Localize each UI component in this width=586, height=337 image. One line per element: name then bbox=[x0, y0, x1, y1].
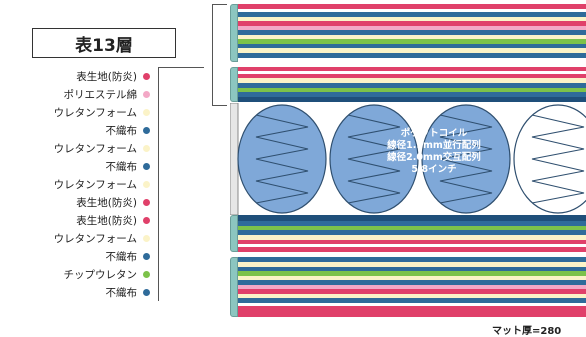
legend-color-dot bbox=[143, 90, 150, 98]
legend-item: 表生地(防炎) bbox=[0, 193, 158, 211]
top-section-bracket bbox=[212, 4, 227, 106]
side-cap bbox=[230, 215, 238, 252]
legend-item-label: 不織布 bbox=[105, 286, 138, 299]
legend-item: ポリエステル綿 bbox=[0, 85, 158, 103]
legend-item: 不織布 bbox=[0, 283, 158, 301]
legend-color-dot bbox=[143, 198, 150, 206]
legend-item: 不織布 bbox=[0, 121, 158, 139]
stripe-stack bbox=[238, 257, 586, 317]
legend-item: ウレタンフォーム bbox=[0, 139, 158, 157]
legend-item-label: ウレタンフォーム bbox=[53, 232, 137, 245]
coil-label-line: 線径1.9mm並行配列 bbox=[387, 140, 481, 151]
legend-color-dot bbox=[143, 126, 150, 134]
coil-label-line: 5.8インチ bbox=[411, 164, 457, 175]
legend-item: 不織布 bbox=[0, 247, 158, 265]
legend-item-label: チップウレタン bbox=[63, 268, 138, 281]
legend-item: チップウレタン bbox=[0, 265, 158, 283]
legend-color-dot bbox=[143, 288, 150, 296]
side-cap bbox=[230, 67, 238, 102]
bottom-layer-block bbox=[230, 257, 586, 317]
legend-item-label: ウレタンフォーム bbox=[53, 142, 137, 155]
legend-item-label: 不織布 bbox=[105, 124, 138, 137]
legend-item-label: ポリエステル綿 bbox=[63, 88, 138, 101]
side-cap bbox=[230, 4, 238, 62]
legend-color-dot bbox=[143, 216, 150, 224]
legend-item: 表生地(防炎) bbox=[0, 67, 158, 85]
top-layer-block bbox=[230, 4, 586, 62]
layer-count-title: 表13層 bbox=[32, 28, 176, 58]
pocket-coil-diagram bbox=[230, 103, 586, 215]
legend-item-label: 不織布 bbox=[105, 250, 138, 263]
legend-item-label: 表生地(防炎) bbox=[76, 214, 137, 227]
legend-item: 不織布 bbox=[0, 157, 158, 175]
legend-item: ウレタンフォーム bbox=[0, 229, 158, 247]
stripe-stack bbox=[238, 4, 586, 62]
legend-item-label: 表生地(防炎) bbox=[76, 70, 137, 83]
legend-color-dot bbox=[143, 252, 150, 260]
legend-color-dot bbox=[143, 72, 150, 80]
upper-comfort-block bbox=[230, 67, 586, 102]
lower-comfort-block bbox=[230, 215, 586, 252]
side-cap bbox=[230, 257, 238, 317]
stripe-stack bbox=[238, 215, 586, 252]
legend-item: 表生地(防炎) bbox=[0, 211, 158, 229]
legend-item: ウレタンフォーム bbox=[0, 175, 158, 193]
legend-color-dot bbox=[143, 162, 150, 170]
mattress-thickness-note: マット厚=280 bbox=[492, 326, 562, 337]
pocket-coil-layer bbox=[230, 103, 586, 215]
legend-connector-line bbox=[158, 67, 204, 68]
coil-label-line: ポケットコイル bbox=[400, 128, 468, 139]
coil-label-line: 線径2.0mm交互配列 bbox=[387, 152, 481, 163]
legend-item-label: 不織布 bbox=[105, 160, 138, 173]
legend-item-label: 表生地(防炎) bbox=[76, 196, 137, 209]
layer-legend: 表生地(防炎)ポリエステル綿ウレタンフォーム不織布ウレタンフォーム不織布ウレタン… bbox=[0, 67, 159, 301]
legend-color-dot bbox=[143, 180, 150, 188]
legend-item-label: ウレタンフォーム bbox=[53, 178, 137, 191]
legend-item: ウレタンフォーム bbox=[0, 103, 158, 121]
legend-color-dot bbox=[143, 144, 150, 152]
legend-color-dot bbox=[143, 108, 150, 116]
legend-color-dot bbox=[143, 234, 150, 242]
legend-item-label: ウレタンフォーム bbox=[53, 106, 137, 119]
stripe-stack bbox=[238, 67, 586, 102]
coil-pocket bbox=[237, 104, 511, 214]
pocket-coil-label: ポケットコイル 線径1.9mm並行配列 線径2.0mm交互配列 5.8インチ bbox=[364, 128, 504, 176]
legend-color-dot bbox=[143, 270, 150, 278]
